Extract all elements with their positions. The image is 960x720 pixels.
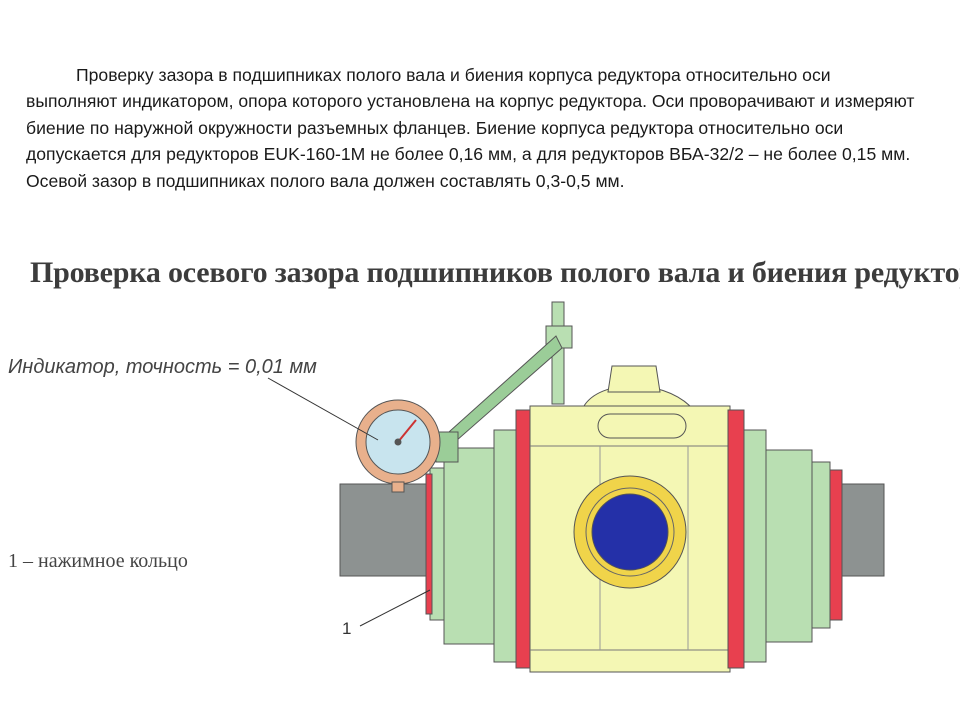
indicator-needle: [397, 419, 417, 443]
indicator-leader: [267, 377, 379, 441]
left-ring-red-thin: [425, 473, 433, 615]
right-flange-red: [727, 409, 745, 669]
housing-slot: [597, 413, 687, 439]
bore-blue: [591, 493, 669, 571]
pressure-ring-label: 1 – нажимное кольцо: [8, 550, 188, 572]
left-flange-green-inner: [493, 429, 517, 663]
right-flange-green-outer: [765, 449, 813, 643]
ring-leader: [359, 589, 431, 627]
right-ring-outer: [811, 461, 831, 629]
housing-top-boss: [607, 365, 661, 393]
figure-title: Проверка осевого зазора подшипников поло…: [30, 256, 960, 289]
right-ring-red-thin: [829, 469, 843, 621]
left-flange-green: [443, 447, 495, 645]
indicator-label: Индикатор, точность = 0,01 мм: [8, 356, 317, 378]
right-flange-green: [743, 429, 767, 663]
left-flange-red: [515, 409, 531, 669]
indicator-stem: [391, 481, 405, 493]
callout-number: 1: [342, 619, 352, 638]
description-paragraph: Проверку зазора в подшипниках полого вал…: [26, 65, 915, 191]
